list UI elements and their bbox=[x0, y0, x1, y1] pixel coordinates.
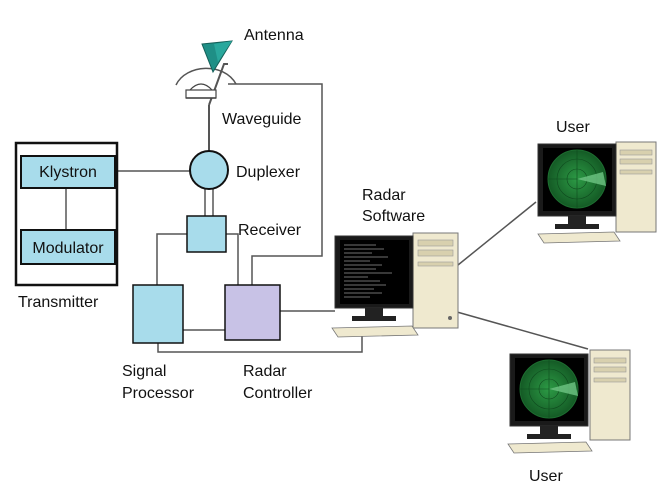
receiver-box bbox=[186, 215, 227, 253]
duplexer-circle bbox=[189, 150, 229, 190]
radar-software-label-line2: Software bbox=[362, 208, 426, 225]
processor-pc-line bbox=[157, 336, 363, 353]
modulator-box bbox=[20, 229, 116, 265]
signal-processor-label-line2: Processor bbox=[122, 385, 195, 402]
transmitter-frame bbox=[14, 141, 119, 287]
pc-user-top-line bbox=[457, 201, 537, 266]
user-computer-bottom bbox=[507, 349, 631, 454]
klystron-box bbox=[20, 155, 116, 189]
user-top-label: User bbox=[556, 119, 590, 136]
pc-user-bottom-line bbox=[456, 311, 589, 350]
radar-software-computer bbox=[331, 232, 459, 338]
radar-controller-label-line2: Controller bbox=[243, 385, 313, 402]
waveguide-label: Waveguide bbox=[222, 111, 302, 128]
radar-controller-box bbox=[224, 284, 281, 341]
transmitter-label: Transmitter bbox=[18, 294, 99, 311]
receiver-processor-line bbox=[156, 233, 187, 285]
user-computer-top bbox=[537, 141, 657, 244]
receiver-controller-line bbox=[226, 233, 239, 285]
signal-processor-box bbox=[132, 284, 184, 344]
radar-software-label-line1: Radar bbox=[362, 187, 406, 204]
radar-controller-label-line1: Radar bbox=[243, 363, 287, 380]
duplexer-label: Duplexer bbox=[236, 164, 301, 181]
antenna-label: Antenna bbox=[244, 27, 304, 44]
klystron-label: Klystron bbox=[39, 164, 97, 181]
user-bottom-label: User bbox=[529, 468, 563, 485]
antenna-controller-line bbox=[228, 83, 323, 285]
receiver-label: Receiver bbox=[238, 222, 302, 239]
modulator-label: Modulator bbox=[32, 240, 104, 257]
antenna-graphic bbox=[175, 40, 237, 99]
signal-processor-label-line1: Signal bbox=[122, 363, 167, 380]
